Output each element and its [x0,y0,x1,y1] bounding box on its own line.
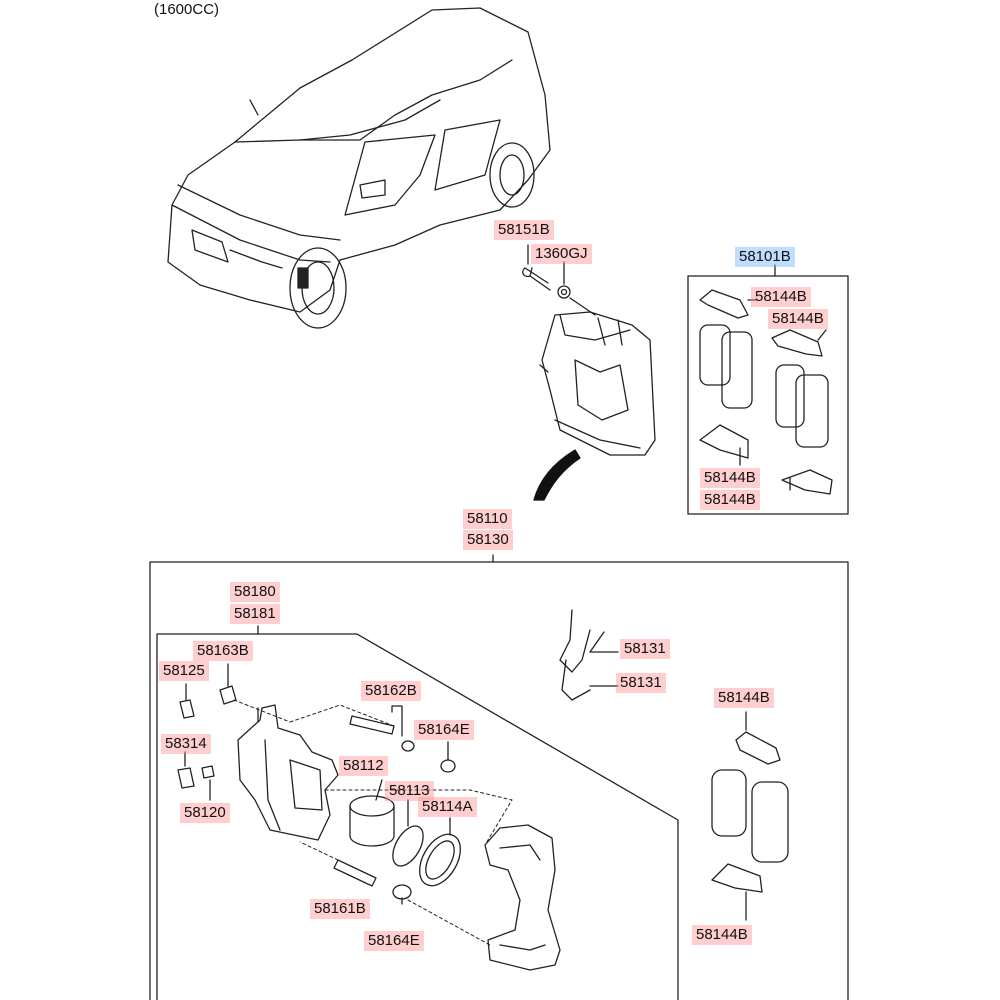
part-label-carrier-2[interactable]: 58181 [230,604,280,624]
part-label-boot-2[interactable]: 58164E [364,931,424,951]
small-parts [177,663,237,801]
callout-arrow [533,449,581,501]
piston-illustration [349,795,395,847]
part-label-sub-item[interactable]: 58314 [161,734,211,754]
part-label-piston[interactable]: 58112 [339,756,388,776]
part-label-right-clip-top[interactable]: 58144B [714,688,774,708]
part-label-bleeder-cap[interactable]: 58125 [159,661,209,681]
part-label-spring-1[interactable]: 58131 [620,639,670,659]
caliper-illustration-top [522,244,656,456]
part-label-kit-clip-4[interactable]: 58144B [700,490,760,510]
spring-illustrations [559,609,619,701]
part-label-right-clip-bottom[interactable]: 58144B [692,925,752,945]
part-label-boot-1[interactable]: 58164E [414,720,474,740]
part-label-bleeder-screw[interactable]: 58120 [180,803,230,823]
part-label-carrier-1[interactable]: 58180 [230,582,280,602]
part-label-pad-kit[interactable]: 58101B [735,247,795,267]
part-label-caliper-assy-1[interactable]: 58110 [463,509,512,529]
carrier-illustration [484,824,561,971]
seal-illustrations [375,779,461,887]
leader-lines [233,699,513,946]
part-label-kit-clip-2[interactable]: 58144B [768,309,828,329]
part-label-boot-set[interactable]: 58162B [361,681,421,701]
vehicle-illustration [167,7,551,329]
part-label-bolt-top[interactable]: 58151B [494,220,554,240]
guide-parts [333,705,456,905]
right-pad-illustrations [711,711,789,921]
part-label-kit-clip-3[interactable]: 58144B [700,468,760,488]
part-label-guide-bolt-bottom[interactable]: 58161B [310,899,370,919]
part-label-spring-2[interactable]: 58131 [616,673,666,693]
part-label-seal-1[interactable]: 58113 [385,781,434,801]
caliper-housing-illustration [237,704,339,841]
part-label-caliper-assy-2[interactable]: 58130 [463,530,513,550]
part-label-seal-2[interactable]: 58114A [418,797,477,817]
carrier-frame [156,633,679,1000]
part-label-guide-bolt-top[interactable]: 58163B [193,641,253,661]
part-label-kit-clip-1[interactable]: 58144B [751,287,811,307]
pad-kit-contents [699,289,833,495]
engine-note: (1600CC) [154,1,220,18]
part-label-nut-top[interactable]: 1360GJ [531,244,592,264]
pad-kit-box [687,275,849,515]
assembly-frame [149,561,849,1000]
